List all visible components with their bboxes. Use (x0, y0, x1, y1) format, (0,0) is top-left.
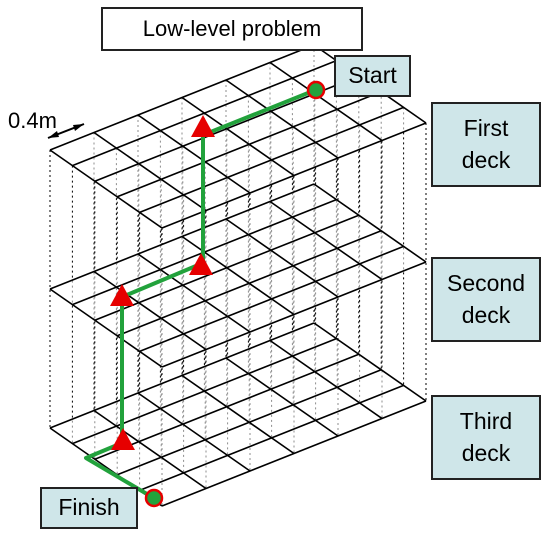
grid-line (269, 200, 383, 281)
second-deck-label: Second deck (431, 257, 541, 342)
grid-line (269, 61, 383, 142)
grid-line (93, 270, 207, 351)
grid-line (225, 218, 339, 298)
scale-label: 0.4m (8, 108, 57, 133)
grid-line (93, 409, 207, 490)
finish-label: Finish (40, 487, 138, 529)
first-deck-label: First deck (431, 102, 541, 187)
start-label: Start (334, 55, 411, 97)
title-text: Low-level problem (142, 16, 322, 41)
grid-line (313, 322, 427, 402)
grid-line (49, 288, 163, 368)
grid-line (313, 183, 427, 263)
grid-line (225, 79, 339, 159)
deck-3-grid (49, 322, 427, 507)
grid-line (181, 96, 295, 177)
deck-grids (49, 44, 427, 507)
scale-arrow (47, 123, 85, 139)
start-dot (306, 80, 326, 100)
grid-line (181, 235, 295, 316)
third-deck-label: Third deck (431, 395, 541, 480)
up-arrow-marker (110, 284, 134, 306)
deck-1-grid (49, 44, 427, 229)
grid-line (269, 339, 383, 420)
grid-line (49, 149, 163, 229)
grid-line (181, 374, 295, 455)
deck-2-grid (49, 183, 427, 368)
up-arrow-marker (189, 253, 213, 275)
grid-line (137, 114, 251, 194)
grid-line (225, 357, 339, 437)
finish-dot (144, 488, 164, 508)
route-markers (110, 80, 326, 508)
title-box: Low-level problem (101, 7, 363, 51)
up-arrow-marker (111, 428, 135, 450)
grid-line (93, 131, 207, 212)
up-arrow-marker (191, 115, 215, 137)
grid-line (137, 392, 251, 472)
grid-line (137, 253, 251, 333)
